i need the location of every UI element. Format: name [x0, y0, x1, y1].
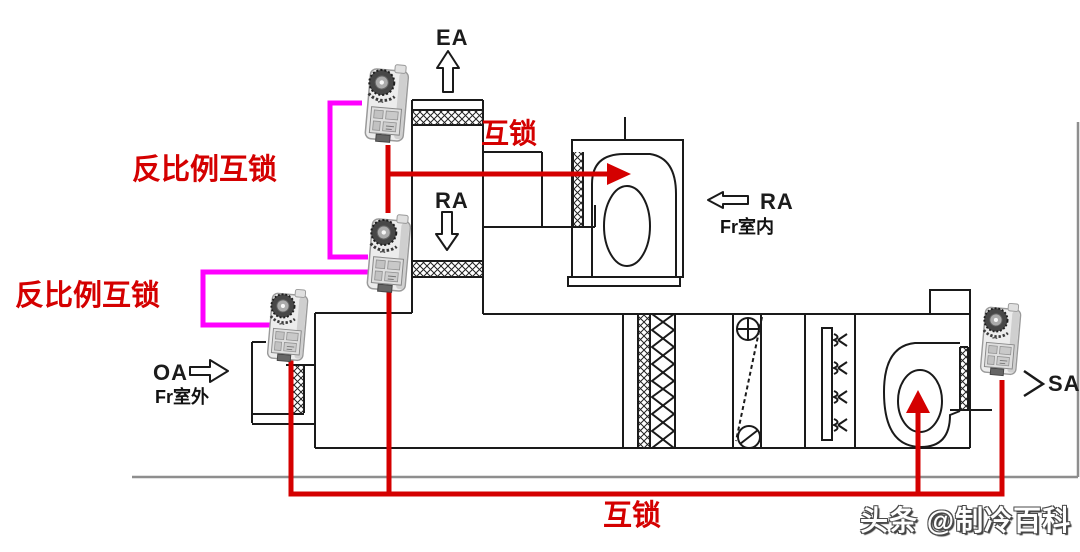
- coil-diagonal: [735, 316, 763, 442]
- supply-fan-scroll: [882, 342, 961, 449]
- oa-right-arrow-icon: [189, 359, 229, 383]
- fr-indoor-label: Fr室内: [720, 217, 774, 237]
- inverse-interlock-top-label: 反比例互锁: [132, 154, 278, 186]
- coil-top-cross: [737, 318, 759, 340]
- interlock-arrowheads: [607, 163, 930, 413]
- fan-inlet-box: [483, 151, 543, 227]
- interlock-top-label: 互锁: [481, 118, 538, 149]
- ra-damper-actuator: [364, 210, 413, 296]
- interlock-bottom-run: [288, 358, 1005, 497]
- filter-hatch: [638, 313, 650, 448]
- return-fan-box: [571, 139, 684, 278]
- ra-damper-hatch: [412, 261, 483, 277]
- airflow-arrows: [189, 50, 749, 383]
- ra-down-arrow-icon: [435, 211, 459, 251]
- supply-fan-flex-hatch: [960, 347, 968, 410]
- sa-arrow-icon: [1023, 369, 1046, 398]
- interlock-bottom-label: 互锁: [603, 500, 662, 532]
- sa-damper-actuator: [978, 299, 1023, 379]
- oa-damper-hatch: [292, 365, 304, 413]
- return-fan-wheel: [603, 185, 651, 267]
- supply-fan-arrowhead: [906, 390, 930, 413]
- coil-bottom-line: [739, 429, 759, 445]
- interlock-wiring: [288, 145, 1005, 497]
- return-fan-arrowhead: [607, 163, 631, 185]
- return-fan-flex-hatch: [573, 152, 583, 227]
- ea-damper-actuator: [362, 60, 411, 146]
- roof-box: [929, 289, 971, 315]
- oa-label: OA: [153, 360, 188, 385]
- inverse-interlock-bracket-bottom: [200, 269, 370, 328]
- ea-label: EA: [436, 25, 469, 50]
- spray-nozzles: [831, 333, 848, 432]
- humidifier-section-frame: [804, 313, 856, 448]
- fr-outdoor-label: Fr室外: [155, 387, 209, 407]
- inverse-interlock-bracket-top: [327, 100, 368, 260]
- inverse-interlock-wiring: [200, 100, 370, 328]
- filter-zigzag-b: [650, 313, 676, 449]
- return-fan-base: [567, 276, 681, 287]
- ea-damper-hatch: [412, 110, 483, 125]
- coil-section-frame: [732, 313, 762, 448]
- inverse-interlock-bottom-label: 反比例互锁: [15, 280, 161, 312]
- damper-hatches: [292, 110, 968, 448]
- coil-bottom-circle: [737, 425, 761, 449]
- ra-left-arrow-icon: [707, 191, 749, 209]
- ea-up-arrow-icon: [436, 50, 460, 93]
- oa-damper-actuator: [265, 285, 310, 365]
- ra-return-label: RA: [760, 189, 794, 214]
- humidifier-header: [821, 327, 833, 441]
- oa-inlet-bottom: [252, 413, 315, 425]
- ra-duct-label: RA: [435, 188, 469, 213]
- watermark: 头条 @制冷百科: [860, 505, 1072, 536]
- filter-zigzag-a: [650, 313, 676, 449]
- sa-label: SA: [1048, 371, 1080, 396]
